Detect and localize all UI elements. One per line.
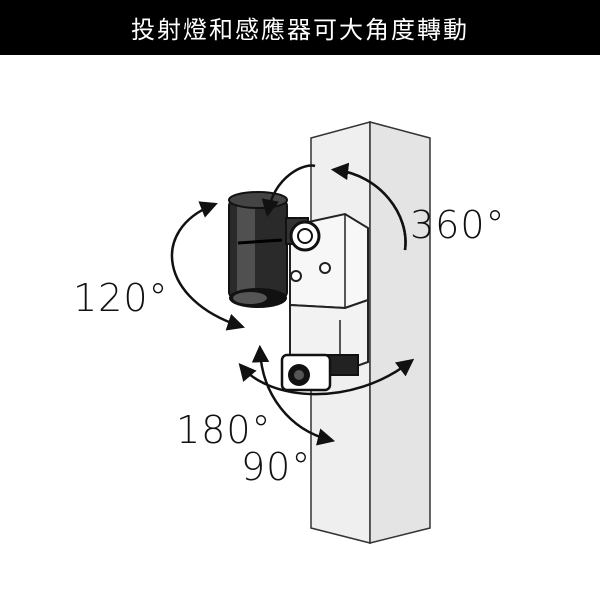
header-bar: 投射燈和感應器可大角度轉動	[0, 0, 600, 55]
header-title: 投射燈和感應器可大角度轉動	[131, 16, 469, 44]
arrow-90	[251, 344, 336, 446]
arrow-120	[170, 201, 245, 331]
angle-120-label: 120°	[73, 276, 169, 320]
angle-90-label: 90°	[241, 445, 312, 489]
angle-180-label: 180°	[176, 408, 272, 452]
angle-360-label: 360°	[410, 203, 506, 247]
